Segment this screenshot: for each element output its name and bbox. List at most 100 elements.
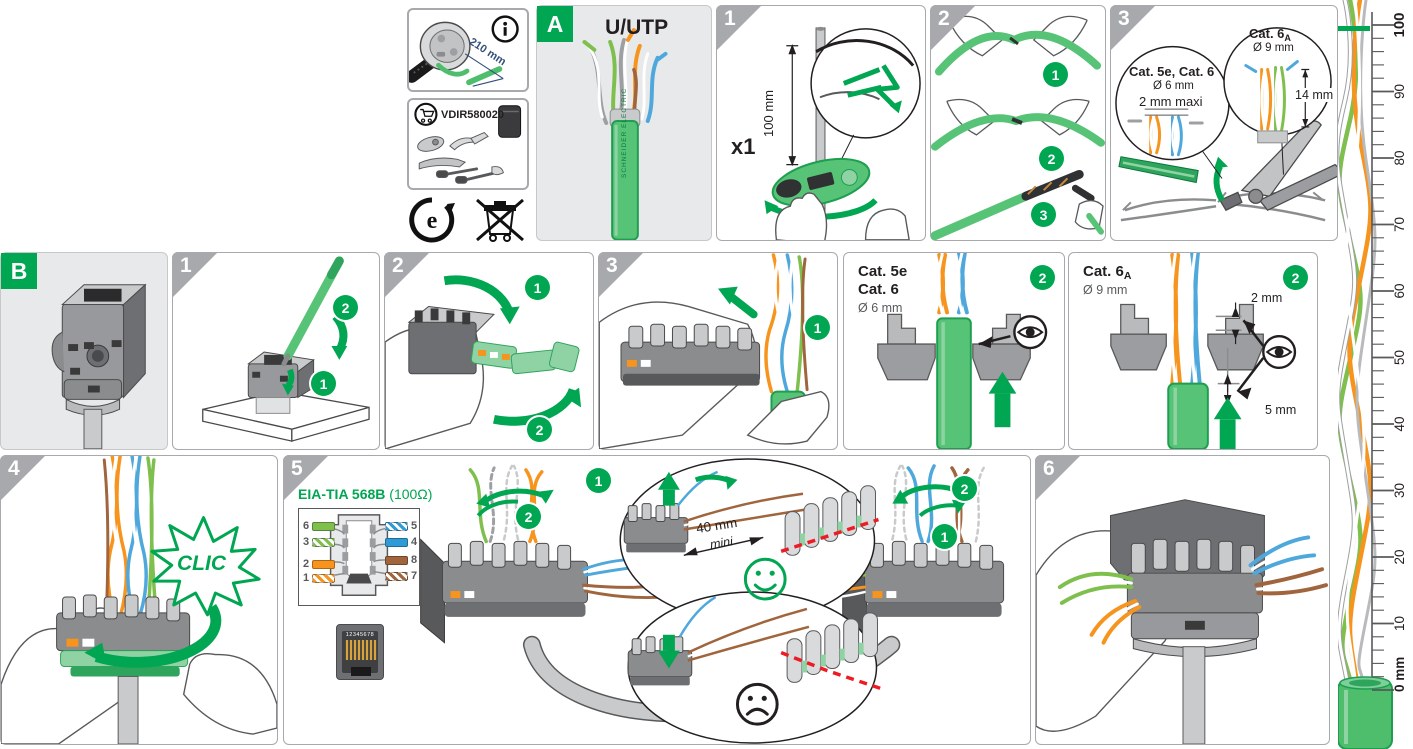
pin-number: 4 <box>411 536 418 548</box>
step-4-panel: 4 <box>0 455 278 745</box>
pin-chip-green <box>312 522 335 531</box>
ruler-label: 50 <box>1392 350 1407 365</box>
cat6a-label: Cat. 6A <box>1083 263 1132 282</box>
step-2-panel: 2 1 2 3 <box>930 5 1106 241</box>
cat56-callout-title: Cat. 5e, Cat. 6 <box>1129 64 1215 79</box>
jack-pin-numbers: 12345678 <box>345 632 375 638</box>
cable-stripping-illustration <box>764 26 921 240</box>
insert-cable-illustration <box>599 253 830 449</box>
substep-badge: 1 <box>805 315 830 340</box>
wiring-standard-label: EIA-TIA 568B (100Ω) <box>298 486 433 502</box>
substep-badge: 3 <box>1031 202 1056 227</box>
trim-wires-illustration <box>1115 27 1337 222</box>
tool-kit-panel: VDIR580020 <box>407 98 529 190</box>
substep-badge: 1 <box>932 524 957 549</box>
substep-badge: 1 <box>586 468 611 493</box>
ruler-label: 80 <box>1392 150 1407 165</box>
wires-seated-illustration <box>1036 499 1328 744</box>
pin-number: 8 <box>411 554 418 566</box>
pin-chip-blue-stripe <box>385 522 408 531</box>
turn-count-label: x1 <box>731 134 756 159</box>
cat6a-strip-length: 14 mm <box>1293 88 1336 102</box>
unfold-insert-illustration <box>385 275 582 449</box>
cat6a-callout-diameter: Ø 9 mm <box>1253 42 1294 54</box>
gap-bottom-label: 5 mm <box>1265 403 1297 417</box>
step-5-panel: 5 <box>283 455 1031 745</box>
pin-chip-brown-stripe <box>385 572 408 581</box>
strip-length-label: 100 mm <box>760 90 776 137</box>
substep-badge: 2 <box>952 476 977 501</box>
b-step-2-panel: 2 1 2 <box>384 252 594 450</box>
cat6a-diameter-label: Ø 9 mm <box>1083 283 1128 297</box>
pin-chip-orange-stripe <box>312 574 335 583</box>
section-a-panel: A U/UTP SCHNEIDER ELECTRIC <box>536 5 712 241</box>
close-connector-illustration <box>1 456 277 744</box>
ruler-label: 60 <box>1392 283 1407 298</box>
cable-type-title: U/UTP <box>605 16 669 39</box>
pin-chip-brown <box>385 556 408 565</box>
substep-badge: 2 <box>333 295 358 320</box>
ruler-label: 70 <box>1392 217 1407 232</box>
ruler-label: 10 <box>1392 616 1407 631</box>
pin-chip-blue <box>385 538 408 547</box>
open-connector-illustration <box>202 256 370 442</box>
check-step-badge: 2 <box>1283 265 1308 290</box>
pin-chip-green-stripe <box>312 538 335 547</box>
recycle-symbols-illustration: e <box>409 197 524 243</box>
junction-box-illustration <box>409 15 519 87</box>
rj45-jack-icon: 12345678 <box>336 624 384 680</box>
substep-badge: 1 <box>525 275 550 300</box>
substep-badge: 2 <box>527 417 552 442</box>
tool-kit-illustration <box>414 102 522 184</box>
cat56-callout-diameter: Ø 6 mm <box>1153 80 1194 92</box>
assembled-connector-illustration <box>51 283 147 449</box>
cat56-callout-limit: 2 mm maxi <box>1139 94 1203 109</box>
utp-cable-illustration <box>582 28 668 240</box>
step-1-panel: 1 <box>716 5 926 241</box>
jack-front-view <box>329 514 389 596</box>
gap-top-label: 2 mm <box>1251 291 1283 305</box>
recycle-e-glyph: e <box>427 208 438 234</box>
sheath-breaking-illustration <box>931 15 1105 240</box>
ruler-label: 20 <box>1392 549 1407 564</box>
wiring-diagram-box: 6 3 2 1 5 4 8 7 <box>298 508 420 606</box>
pin-number: 5 <box>411 520 418 532</box>
pin-number: 7 <box>411 570 418 582</box>
pin-number: 6 <box>303 520 310 532</box>
step-3-panel: 3 <box>1110 5 1338 241</box>
substep-badge: 2 <box>516 504 541 529</box>
kit-reference-label: VDIR580020 <box>441 109 504 121</box>
cat6a-seat-illustration <box>1110 253 1297 449</box>
impedance-label: (100Ω) <box>389 486 433 502</box>
cat6-label: Cat. 6 <box>858 281 899 298</box>
recycle-icons: e <box>407 196 529 244</box>
jack-gold-pins <box>345 640 377 660</box>
junction-box-info-panel: 210 mm i <box>407 8 529 92</box>
cat56-check-panel: Cat. 5e Cat. 6 Ø 6 mm 2 <box>843 252 1065 450</box>
pin-number: 1 <box>303 572 310 584</box>
section-b-tag: B <box>1 253 37 289</box>
ruler-label: 30 <box>1392 483 1407 498</box>
cat56-diameter-label: Ø 6 mm <box>858 301 903 315</box>
substep-badge: 1 <box>1043 62 1068 87</box>
pin-chip-orange <box>312 560 335 569</box>
check-step-badge: 2 <box>1030 265 1055 290</box>
pin-number: 3 <box>303 536 310 548</box>
ruler-label: 40 <box>1392 416 1407 431</box>
wire-routing-illustration <box>420 458 1005 744</box>
section-a-tag: A <box>537 6 573 42</box>
substep-badge: 1 <box>311 371 336 396</box>
pin-number: 2 <box>303 558 310 570</box>
cable-brand-text: SCHNEIDER ELECTRIC <box>621 87 628 178</box>
step-6-panel: 6 <box>1035 455 1330 745</box>
cat6a-callout-title: Cat. 6A <box>1249 26 1291 43</box>
substep-badge: 2 <box>1039 146 1064 171</box>
cat6a-check-panel: Cat. 6A Ø 9 mm 2 mm 5 mm 2 <box>1068 252 1318 450</box>
section-b-panel: B <box>0 252 168 450</box>
cat56-seat-illustration <box>877 253 1048 449</box>
ruler-zero-label: 0 mm <box>1392 657 1407 692</box>
b-step-1-panel: 1 1 2 <box>172 252 380 450</box>
